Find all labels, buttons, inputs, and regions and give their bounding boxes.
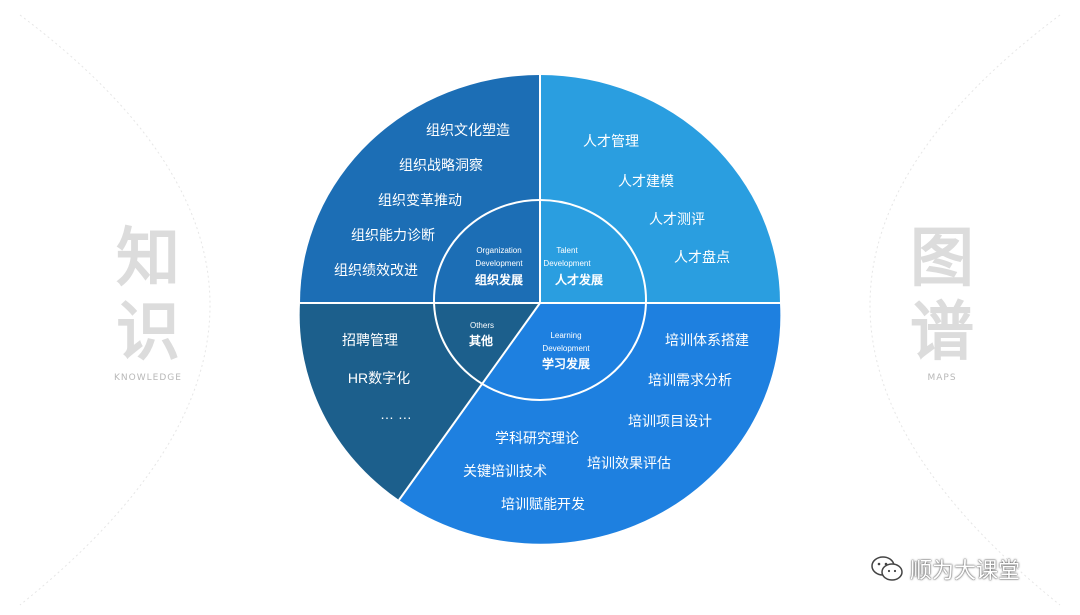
talent-item: 人才盘点: [674, 249, 730, 265]
right-side-char-2: 谱: [910, 296, 974, 370]
others-item: … …: [380, 406, 412, 422]
others-item: 招聘管理: [342, 332, 398, 348]
learning-item: 培训体系搭建: [665, 332, 749, 348]
sector-organization-development: [300, 75, 540, 303]
left-side-char-1: 知: [116, 222, 180, 296]
org-cn-label: 组织发展: [475, 272, 523, 287]
learning-en-label-2: Development: [542, 344, 590, 353]
talent-en-label-1: Talent: [556, 246, 578, 255]
inner-circle: [433, 199, 647, 401]
sector-others: [299, 303, 540, 500]
left-side-english: KNOWLEDGE: [114, 373, 182, 383]
right-side-title: 图 谱: [897, 222, 987, 370]
others-en-label: Others: [470, 321, 494, 330]
left-side-char-2: 识: [116, 296, 180, 370]
talent-en-label-2: Development: [543, 259, 591, 268]
learning-cn-label: 学习发展: [542, 356, 590, 371]
right-side-english: MAPS: [927, 373, 957, 383]
org-item: 组织变革推动: [378, 192, 462, 208]
watermark: 顺为大课堂: [870, 552, 1020, 586]
learning-item: 培训赋能开发: [501, 496, 585, 512]
wechat-icon: [871, 556, 903, 581]
watermark-text: 顺为大课堂: [910, 559, 1021, 584]
left-side-title: 知 识: [103, 222, 193, 370]
talent-item: 人才管理: [583, 133, 639, 149]
learning-item: 培训需求分析: [648, 372, 732, 388]
others-item: HR数字化: [348, 370, 410, 386]
sector-learning-development: [399, 303, 781, 544]
talent-item: 人才测评: [649, 211, 705, 227]
talent-item: 人才建模: [618, 173, 674, 189]
org-item: 组织能力诊断: [351, 227, 435, 243]
org-en-label-2: Development: [475, 259, 523, 268]
learning-item: 培训效果评估: [587, 455, 671, 471]
others-cn-label: 其他: [469, 333, 493, 348]
learning-en-label-1: Learning: [550, 331, 581, 340]
separator-diagonal: [398, 302, 541, 501]
org-en-label-1: Organization: [476, 246, 521, 255]
right-side-char-1: 图: [910, 222, 974, 296]
learning-item: 培训项目设计: [628, 413, 712, 429]
sector-talent-development: [540, 75, 780, 303]
org-item: 组织战略洞察: [399, 157, 483, 173]
talent-cn-label: 人才发展: [555, 272, 603, 287]
learning-item: 学科研究理论: [495, 430, 579, 446]
learning-item: 关键培训技术: [463, 463, 547, 479]
org-item: 组织绩效改进: [334, 262, 418, 278]
org-item: 组织文化塑造: [426, 122, 510, 138]
